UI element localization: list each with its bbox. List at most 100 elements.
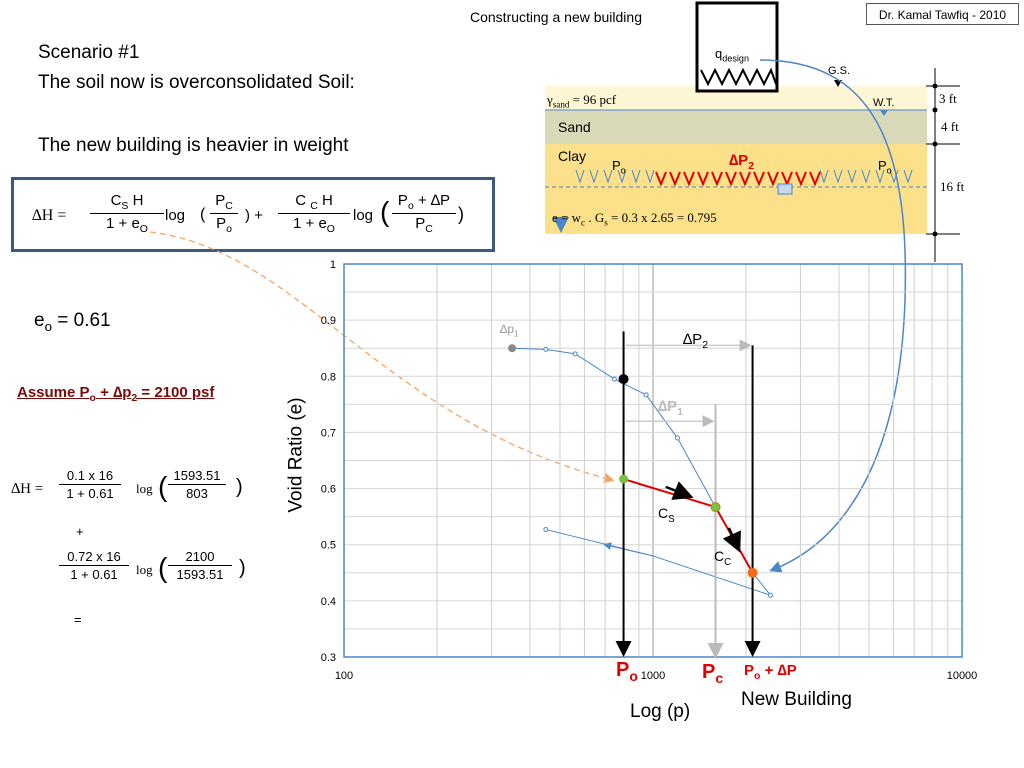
clay-label: Clay [558,148,587,164]
wt-marker [880,110,888,116]
formula-plus: ) + [245,207,263,224]
formula-log-2: log [353,207,374,224]
data-point [618,374,629,385]
calc-term2: 0.72 x 16 1 + 0.61 [59,549,129,582]
curve-point [543,527,549,533]
formula-term2: C C H 1 + eO [278,192,350,235]
eo-value: eo = 0.61 [34,310,111,334]
wt-label: W.T. [873,97,895,109]
formula-box: ∆H = CS H 1 + eO log ( PC Po ) + C C H 1… [11,177,495,252]
calc-ratio1: 1593.51 803 [168,468,226,501]
chart-grid [343,263,962,658]
assume-statement: Assume Po + ∆p2 = 2100 psf [17,384,215,404]
calc-plus: + [76,524,84,539]
cs-label: CS [658,505,675,525]
gs-label: G.S. [828,65,851,77]
load-arrows [700,67,777,87]
curve-point [572,351,578,357]
calc-equals: = [74,612,82,627]
calc-paren-open-1: ( [158,471,168,502]
building-label: Constructing a new building [470,9,642,25]
calc-term1: 0.1 x 16 1 + 0.61 [59,468,121,501]
y-tick-label: 1 [330,259,336,271]
sample-element [777,183,793,195]
sand-label: Sand [558,119,591,135]
data-point [508,344,517,353]
cc-arrow [722,527,741,553]
building-outline [695,1,779,93]
cs-arrow [665,481,694,500]
chart-marks [508,331,761,659]
data-point [747,567,758,578]
curve-point [643,392,649,398]
formula-ratio1: PC Po [210,192,238,235]
y-tick-label: 0.4 [321,596,336,608]
scenario-line-1: The soil now is overconsolidated Soil: [38,72,355,93]
dp1-chart-label: ∆P1 [658,398,684,418]
y-tick-label: 0.9 [321,315,336,327]
formula-lhs: ∆H = [32,207,67,224]
scenario-line-2: The new building is heavier in weight [38,135,349,156]
x-tick-label: 100 [335,670,353,682]
unload-curve [545,529,771,596]
unload-arrow [603,542,654,557]
formula-connector [149,231,615,484]
x-axis-label: Log (p) [630,701,691,722]
qdesign-connector [759,59,907,573]
chart-series [512,346,773,598]
formula-log-1: log [165,207,186,224]
formula-term1: CS H 1 + eO [90,192,164,235]
calc-paren-close-1: ) [236,476,243,498]
y-tick-label: 0.6 [321,484,336,496]
po-plus-dp-label: Po + ∆P [744,662,797,682]
data-point [710,502,721,513]
author-credit: Dr. Kamal Tawfiq - 2010 [866,3,1019,25]
formula-paren-open-2: ( [380,196,390,227]
y-axis-label: Void Ratio (e) [285,397,307,513]
added-stress-arrows [655,171,821,187]
po-left-label: Po [612,158,626,176]
dp1-top-label: ∆p1 [500,322,519,339]
calc-ratio2: 2100 1593.51 [168,549,232,582]
virgin-curve [512,347,771,596]
cc-label: CC [714,548,732,568]
curve-point [611,376,617,382]
eo-profile-label: e = wc . Gs = 0.3 x 2.65 = 0.795 [552,210,717,228]
plot-frame [343,263,963,658]
clay-layer [545,144,927,234]
calc-paren-open-2: ( [158,552,168,583]
dim-4ft: 4 ft [941,119,959,134]
curve-point [543,346,549,352]
data-point [619,474,629,484]
sand-layer [545,110,927,144]
y-tick-label: 0.8 [321,371,336,383]
dim-3ft: 3 ft [939,91,957,106]
dp2-chart-label: ∆P2 [683,331,709,351]
x-tick-label: 10000 [947,670,978,682]
dim-16ft: 16 ft [940,179,965,194]
y-tick-label: 0.5 [321,540,336,552]
y-tick-label: 0.7 [321,427,336,439]
x-tick-label: 1000 [641,670,665,682]
new-building-label: New Building [741,689,852,710]
formula-paren-open-1: ( [200,206,206,223]
settlement-path [623,478,754,574]
calc-lhs: ∆H = [11,481,44,497]
formula-paren-close-2: ) [458,204,464,224]
po-right-label: Po [878,158,892,176]
calc-paren-close-2: ) [239,557,246,579]
pc-axis-label: Pc [702,661,724,686]
po-axis-label: Po [616,659,638,684]
dp2-profile-label: ∆P2 [729,152,755,172]
q-design-label: qdesign [715,46,750,64]
gamma-sand-label: γsand = 96 pcf [547,92,617,110]
y-tick-label: 0.3 [321,652,336,664]
curve-point [674,435,680,441]
dim-dot-2 [932,107,938,113]
curve-point [767,592,773,598]
formula-ratio2: Po + ∆P PC [392,192,456,235]
scenario-title: Scenario #1 [38,42,140,63]
initial-stress-arrows [575,169,913,184]
